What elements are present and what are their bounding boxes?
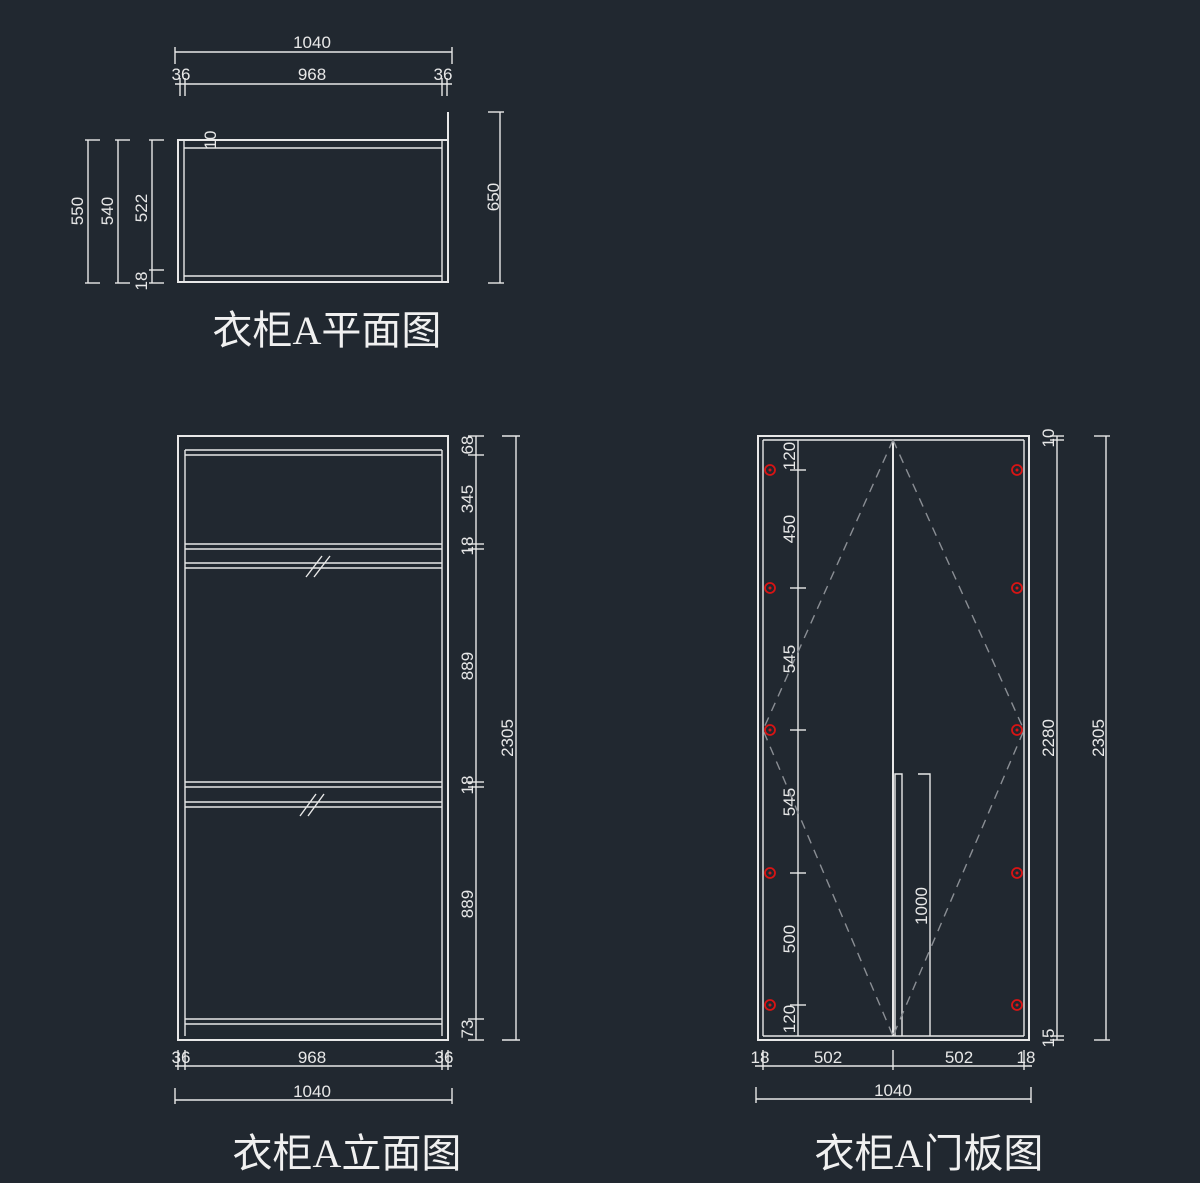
plan-dim-left-panel: 36 [172,65,191,84]
plan-dim-depth-540: 540 [98,197,117,225]
plan-dim-top-10: 10 [201,131,220,150]
door-dim-door-height: 2280 [1039,719,1058,757]
door-dim-left-502: 502 [814,1048,842,1067]
door-dim-right-18: 18 [1017,1048,1036,1067]
door-dim-overall-width: 1040 [874,1081,912,1100]
door-dim-right-502: 502 [945,1048,973,1067]
hinge-markers-left [764,464,776,1011]
plan-view: 1040 36 968 36 10 550 540 522 18 [68,33,504,353]
elev-dim-space-889-top: 889 [458,652,477,680]
elev-dim-left-36: 36 [172,1048,191,1067]
elevation-view: 68 345 18 889 18 889 73 2305 36 968 36 1… [172,435,520,1176]
door-dim-top-gap-10: 10 [1039,429,1058,448]
door-dim-hinge-120-bottom: 120 [780,1005,799,1033]
elev-dim-right-36: 36 [435,1048,454,1067]
door-dim-hinge-450: 450 [780,515,799,543]
elev-dim-shelf-345: 345 [458,485,477,513]
elev-dim-board-18-top: 18 [458,537,477,556]
plan-dim-back-18: 18 [132,272,151,291]
door-dim-handle-1000: 1000 [912,887,931,925]
elev-dim-space-889-bottom: 889 [458,890,477,918]
door-dim-bottom-gap-15: 15 [1039,1029,1058,1048]
door-dim-left-18: 18 [751,1048,770,1067]
plan-dim-right-panel: 36 [434,65,453,84]
elev-dim-overall-height: 2305 [498,719,517,757]
elev-dim-base-73: 73 [458,1020,477,1039]
elevation-view-title: 衣柜A立面图 [233,1131,462,1176]
door-view: 120 450 545 545 500 120 1000 10 2280 15 … [751,429,1110,1176]
plan-dim-inner-width: 968 [298,65,326,84]
plan-dim-depth-550: 550 [68,197,87,225]
door-dim-overall-height: 2305 [1089,719,1108,757]
plan-dim-overall-width: 1040 [293,33,331,52]
door-dim-hinge-545-a: 545 [780,645,799,673]
elev-dim-top-68: 68 [458,436,477,455]
door-view-title: 衣柜A门板图 [815,1131,1044,1176]
elev-dim-inner-968: 968 [298,1048,326,1067]
plan-dim-side-650: 650 [484,183,503,211]
elev-dim-board-18-mid: 18 [458,776,477,795]
plan-view-title: 衣柜A平面图 [213,308,442,353]
elev-dim-overall-width: 1040 [293,1082,331,1101]
plan-dim-depth-522: 522 [132,194,151,222]
hinge-markers-right [1011,464,1023,1011]
door-dim-hinge-545-b: 545 [780,788,799,816]
door-dim-hinge-120-top: 120 [780,442,799,470]
door-dim-hinge-500: 500 [780,925,799,953]
